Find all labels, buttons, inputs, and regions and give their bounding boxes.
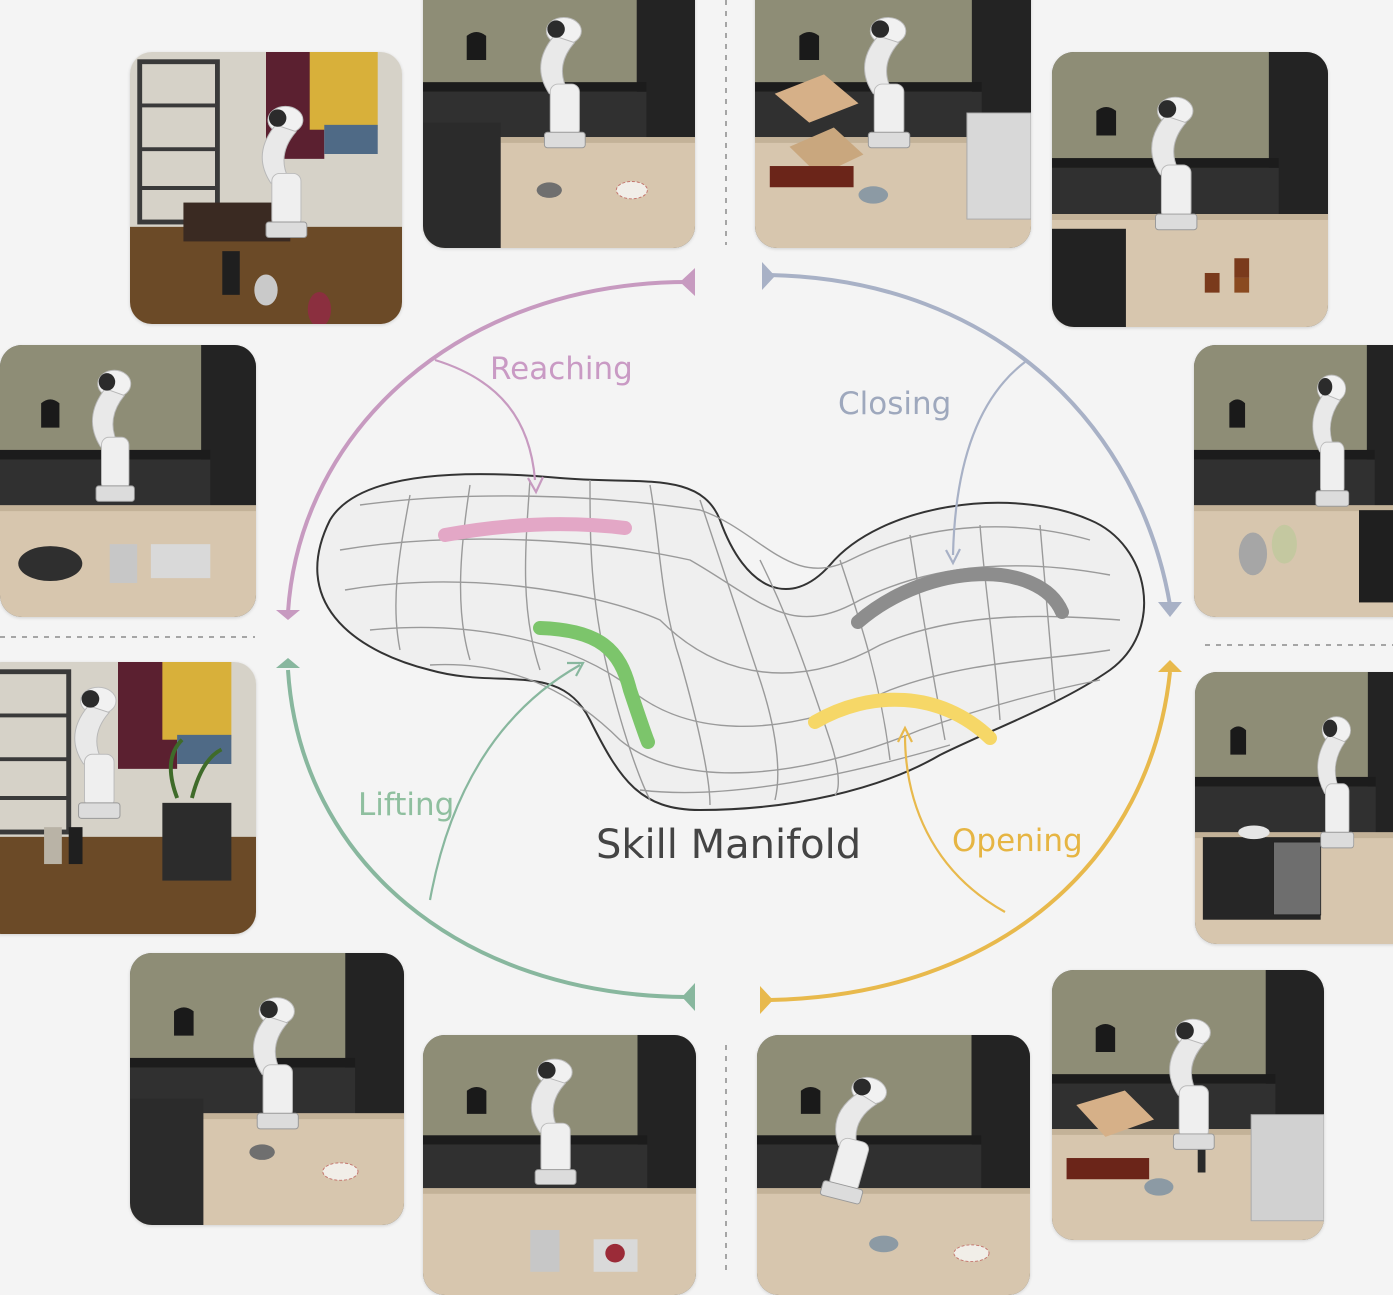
reaching-arc-start-marker	[276, 610, 300, 620]
lifting-arc-start-marker	[276, 658, 300, 668]
reaching-arc-end-marker	[680, 268, 695, 296]
scene-opening-cabinet	[1052, 970, 1324, 1240]
lifting-cycle-arc	[286, 669, 686, 999]
scene-reaching-pan-kettle	[0, 345, 256, 617]
scene-lifting-kitchen-plate	[130, 953, 404, 1225]
scene-lifting-kettle-stove	[423, 1035, 696, 1295]
reaching-label: Reaching	[490, 351, 633, 387]
opening-cycle-arc	[769, 671, 1172, 1002]
closing-arc-end-marker	[1158, 602, 1182, 617]
opening-skill-stroke	[808, 692, 997, 745]
lifting-arc-end-marker	[682, 983, 695, 1011]
opening-label: Opening	[952, 823, 1083, 859]
scene-lifting-living-room	[0, 662, 256, 934]
scene-closing-microwave	[755, 0, 1031, 248]
scene-closing-kitchen-mugs	[1194, 345, 1393, 617]
reaching-skill-stroke	[438, 517, 632, 542]
scene-closing-kitchen-blocks	[1052, 52, 1328, 327]
reaching-cycle-arc	[286, 280, 689, 613]
closing-cycle-arc	[769, 273, 1172, 606]
lifting-label: Lifting	[358, 787, 454, 823]
closing-skill-stroke	[851, 567, 1069, 629]
closing-label: Closing	[838, 386, 951, 422]
scene-reaching-kitchen-plate	[423, 0, 695, 248]
closing-pointer-arrow	[951, 361, 1026, 556]
scene-reaching-living-room	[130, 52, 402, 324]
diagram-title: Skill Manifold	[596, 822, 861, 868]
opening-arc-end-marker	[1158, 660, 1182, 672]
lifting-skill-stroke	[533, 621, 655, 749]
closing-arc-start-marker	[762, 262, 775, 290]
reaching-pointer-arrow	[434, 358, 537, 481]
scene-opening-microwave	[1195, 672, 1393, 944]
opening-pointer-arrow	[903, 734, 1006, 913]
lifting-pointer-arrow	[428, 664, 581, 901]
opening-arc-start-marker	[760, 986, 773, 1014]
scene-opening-kitchen-bowl	[757, 1035, 1030, 1295]
